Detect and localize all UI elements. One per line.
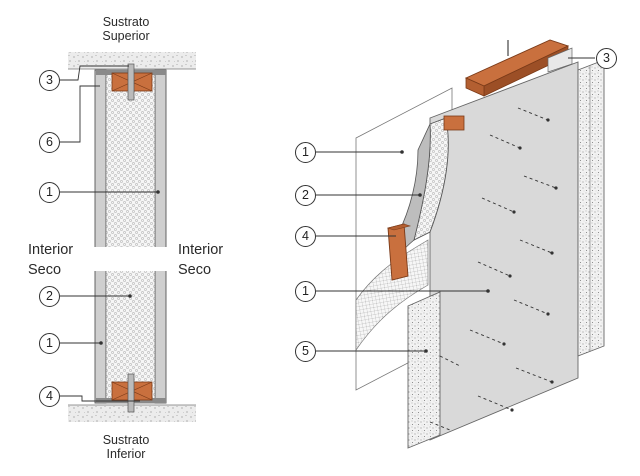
top-substrate-label-line1: Sustrato bbox=[102, 15, 150, 29]
top-substrate-label: Sustrato Superior bbox=[102, 15, 149, 43]
axo-callout-4: 4 bbox=[295, 226, 316, 247]
section-callout-2: 2 bbox=[39, 286, 60, 307]
curved-insulation-sheet bbox=[355, 239, 429, 352]
top-substrate-slab bbox=[68, 52, 196, 69]
axo-callout-1-lower: 1 bbox=[295, 281, 316, 302]
top-fixing-bolt bbox=[127, 63, 135, 101]
axonometric-view bbox=[316, 39, 605, 449]
bottom-substrate-slab bbox=[68, 405, 196, 422]
axo-callout-2: 2 bbox=[295, 185, 316, 206]
right-side-label-line2: Seco bbox=[178, 262, 212, 278]
bottom-substrate-label-line2: Inferior bbox=[106, 447, 146, 461]
top-substrate-label-line2: Superior bbox=[102, 29, 150, 43]
section-callout-3: 3 bbox=[39, 70, 60, 91]
bottom-timber-block bbox=[387, 223, 409, 281]
insulation-core bbox=[105, 69, 156, 404]
axo-callout-3: 3 bbox=[596, 48, 617, 69]
top-timber-block bbox=[443, 115, 465, 131]
bottom-fixing-bolt bbox=[127, 373, 135, 413]
right-board bbox=[154, 69, 167, 404]
bottom-substrate-label-line1: Sustrato bbox=[102, 433, 150, 447]
front-concrete-board bbox=[407, 291, 441, 449]
axo-callout-1-upper: 1 bbox=[295, 142, 316, 163]
section-view bbox=[60, 52, 196, 422]
left-board bbox=[94, 69, 107, 404]
axo-callout-5: 5 bbox=[295, 341, 316, 362]
section-callout-1-lower: 1 bbox=[39, 333, 60, 354]
right-side-label-line1: Interior bbox=[178, 242, 224, 258]
edge-concrete-column bbox=[577, 59, 605, 357]
bottom-substrate-label: Sustrato Inferior bbox=[103, 433, 150, 461]
section-callout-1-upper: 1 bbox=[39, 182, 60, 203]
left-side-label-line1: Interior bbox=[28, 242, 74, 258]
section-callout-4: 4 bbox=[39, 386, 60, 407]
left-side-label-line2: Seco bbox=[28, 262, 62, 278]
section-callout-6: 6 bbox=[39, 132, 60, 153]
